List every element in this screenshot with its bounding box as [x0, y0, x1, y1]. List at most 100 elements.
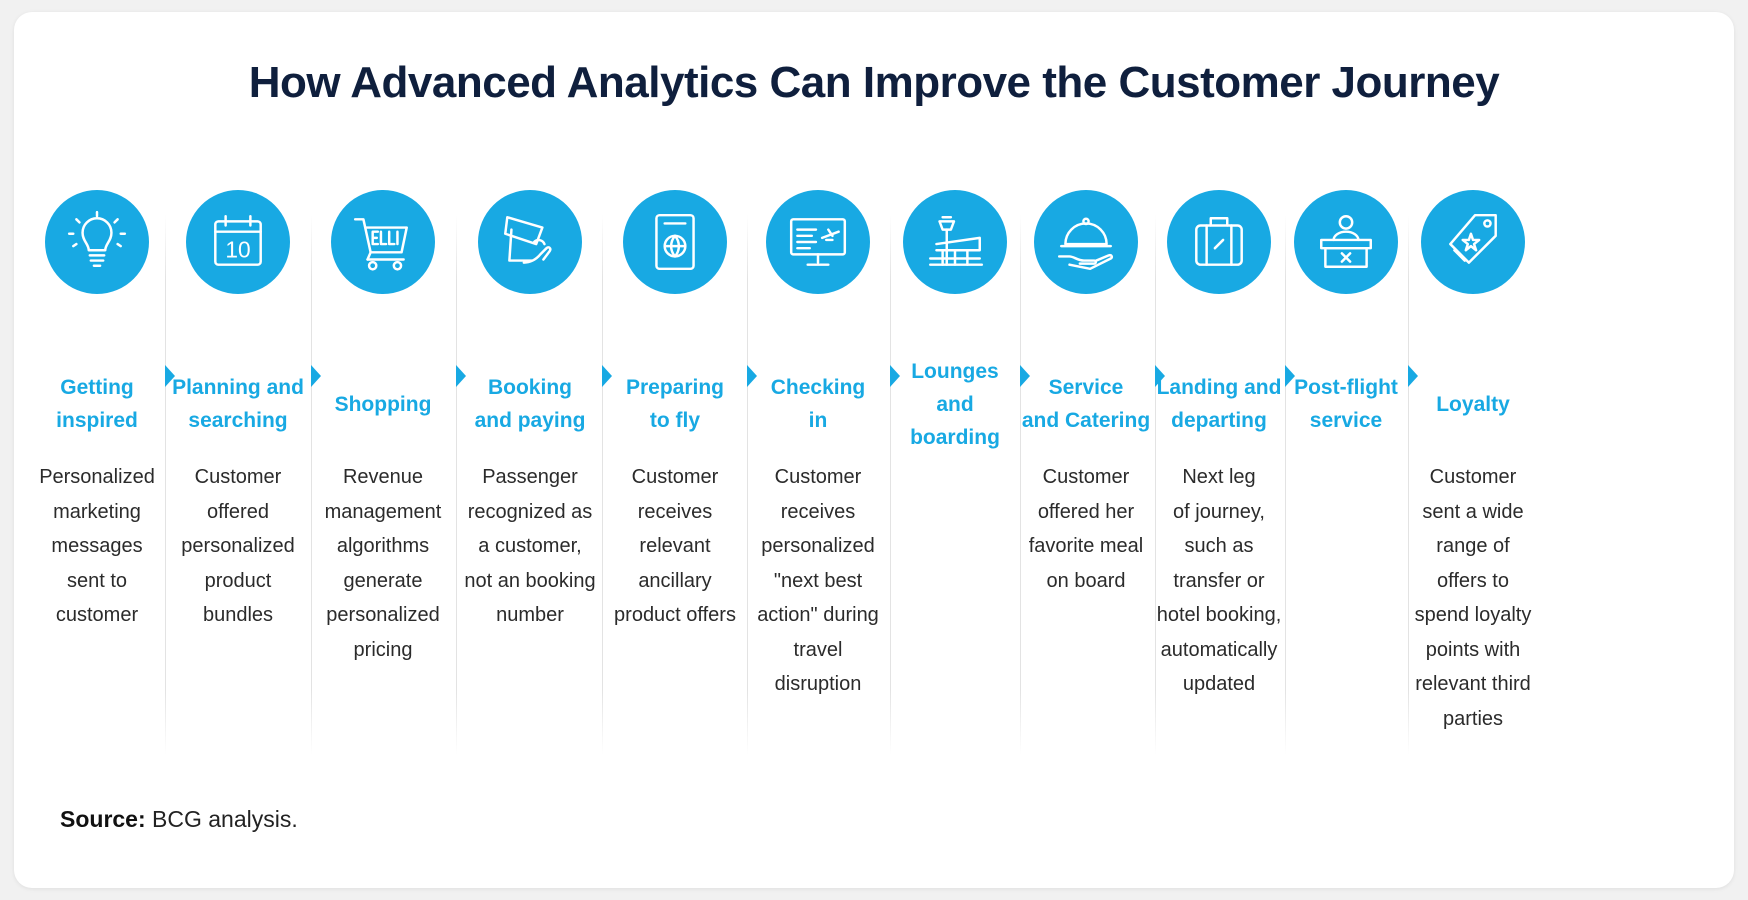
chevron-right-icon	[1155, 365, 1165, 387]
chevron-right-icon	[311, 365, 321, 387]
stage-divider	[456, 215, 457, 755]
stage-label-line: and	[936, 392, 974, 416]
stage-description-line: Customer	[1042, 466, 1130, 488]
stage-description-line: bundles	[202, 604, 274, 626]
stage-description-line: Personalized	[39, 466, 155, 488]
stage-description-line: travel	[793, 638, 843, 661]
stage-description-line: product	[204, 569, 272, 592]
stage-description-line: personalized	[761, 535, 875, 557]
stage-label: Loyalty	[1403, 344, 1543, 464]
stage-description-line: range of	[1436, 535, 1510, 557]
stage-description-line: spend loyalty	[1414, 604, 1532, 626]
stage-description-line: sent a wide	[1422, 500, 1524, 523]
stage-description-line: sent to	[66, 569, 128, 592]
stage-divider	[1020, 215, 1021, 755]
source-text: BCG analysis.	[152, 806, 298, 832]
stage-description-line: personalized	[181, 535, 295, 557]
serving-cloche-icon	[1034, 190, 1138, 294]
chevron-right-icon	[165, 365, 175, 387]
stage-description-line: updated	[1182, 673, 1256, 695]
lightbulb-icon	[45, 190, 149, 294]
calendar-icon: 10	[186, 190, 290, 294]
stage-description-line: Passenger	[482, 466, 578, 488]
stage-description-line: disruption	[774, 673, 862, 695]
stage-divider	[602, 215, 603, 755]
stage-description-line: number	[496, 604, 564, 626]
stage-description: Personalized marketing messages sent to cust…	[27, 460, 167, 633]
stage-description-line: management	[324, 500, 442, 523]
chevron-right-icon	[1408, 365, 1418, 387]
stage-description-line: recognized as	[467, 500, 593, 523]
stage-description-line: of journey,	[1173, 500, 1265, 523]
stage-divider	[165, 215, 166, 755]
stage-label: Service and Catering	[1016, 344, 1156, 464]
chevron-right-icon	[747, 365, 757, 387]
stage-description-line: Customer	[194, 466, 282, 488]
stage-label-line: Planning and	[172, 376, 304, 399]
stage-description-line: offered	[207, 500, 269, 523]
stage-description-line: offers to	[1437, 569, 1509, 592]
stage-description-line: messages	[51, 535, 143, 557]
stage-description-line: hotel booking,	[1156, 604, 1282, 626]
chevron-right-icon	[456, 365, 466, 387]
stage-description-line: not an booking	[464, 569, 596, 592]
stage-divider	[890, 215, 891, 755]
stage-description-line: product offers	[614, 604, 736, 626]
stage-description-line: transfer or	[1173, 569, 1265, 592]
stage-description-line: Customer	[1429, 466, 1517, 488]
stage-description-line: receives	[637, 500, 713, 523]
stage-description-line: Customer	[774, 466, 862, 488]
stage-divider	[1285, 215, 1286, 755]
stage-description-line: personalized	[326, 604, 440, 626]
stage-divider	[311, 215, 312, 755]
stage-divider	[1408, 215, 1409, 755]
infographic-card	[14, 12, 1734, 888]
loyalty-tag-icon	[1421, 190, 1525, 294]
stage-label-line: Service	[1048, 376, 1124, 399]
stage-label-line: Shopping	[334, 392, 432, 416]
stage-description-line: generate	[343, 569, 423, 592]
passport-icon	[623, 190, 727, 294]
stage-label: Post-flight service	[1276, 344, 1416, 464]
stage-label-line: inspired	[56, 409, 138, 432]
stage-description-line: parties	[1442, 707, 1504, 730]
stage-label-line: Post-flight	[1294, 376, 1398, 399]
stage-divider	[1155, 215, 1156, 755]
stage-label-line: to fly	[649, 409, 701, 432]
stage-description-line: receives	[780, 500, 856, 523]
stage-label-line: and Catering	[1021, 409, 1151, 432]
stage-description: Customer offered personalized product bundle…	[168, 460, 308, 633]
stage-description-line: automatically	[1160, 638, 1278, 661]
stage-description-line: pricing	[353, 638, 413, 661]
stage-description-line: Customer	[631, 466, 719, 488]
stage-description-line: marketing	[53, 500, 141, 523]
stage-description-line: such as	[1184, 535, 1254, 557]
stage-post-flight-service: Post-flight service	[1276, 190, 1416, 760]
page-title: How Advanced Analytics Can Improve the C…	[248, 58, 1500, 107]
chevron-right-icon	[602, 365, 612, 387]
stage-label: Planning and searching	[168, 344, 308, 464]
stage-description-line: a customer,	[478, 535, 582, 557]
stage-description-line: customer	[55, 604, 139, 626]
stage-label-line: service	[1309, 409, 1383, 432]
stage-label-line: searching	[188, 409, 288, 432]
stage-description-line: action" during	[757, 604, 879, 626]
stage-description-line: ancillary	[638, 569, 712, 592]
stage-description-line: offered her	[1037, 500, 1135, 523]
chevron-right-icon	[890, 365, 900, 387]
chevron-right-icon	[1020, 365, 1030, 387]
stage-label: Shopping	[313, 344, 453, 464]
stage-label-line: in	[808, 409, 828, 432]
